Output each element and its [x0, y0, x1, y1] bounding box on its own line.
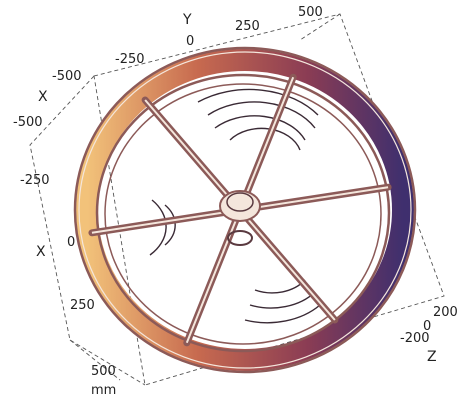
x-tick-0: 0 — [67, 235, 76, 250]
x-unit: mm — [91, 383, 117, 398]
h-tick-minus-250: -250 — [115, 52, 145, 67]
spoke-highlight-6 — [144, 99, 241, 211]
z-tick-0: 0 — [423, 319, 432, 334]
y-tick-0: 0 — [186, 34, 195, 49]
y-tick-500: 500 — [298, 5, 323, 20]
wheel-hub — [219, 190, 261, 246]
y-tick-250: 250 — [235, 19, 260, 34]
x-axis-title: X — [36, 244, 46, 260]
spoke-highlight-3 — [239, 209, 336, 321]
x-tick-minus-500: -500 — [13, 115, 43, 130]
z-axis-title: Z — [427, 349, 437, 365]
x-axis-title-upper: X — [38, 89, 48, 105]
z-tick-minus-200-a: -200 — [400, 331, 430, 346]
inner-arcs — [149, 88, 321, 324]
spoke-highlight-1 — [239, 76, 295, 211]
spoke-highlight-2 — [239, 186, 389, 211]
x-tick-minus-250: -250 — [20, 173, 50, 188]
spoke-highlight-5 — [91, 209, 241, 234]
wheel-rim — [73, 46, 417, 374]
spoke-highlight-4 — [185, 209, 241, 344]
bounding-box — [29, 13, 445, 386]
z-tick-200: 200 — [433, 305, 458, 320]
x-tick-250: 250 — [70, 298, 95, 313]
wheel-spokes — [88, 73, 392, 347]
y-axis-title: Y — [183, 12, 192, 28]
x-tick-500: 500 — [91, 364, 116, 379]
h-tick-minus-500: -500 — [52, 69, 82, 84]
